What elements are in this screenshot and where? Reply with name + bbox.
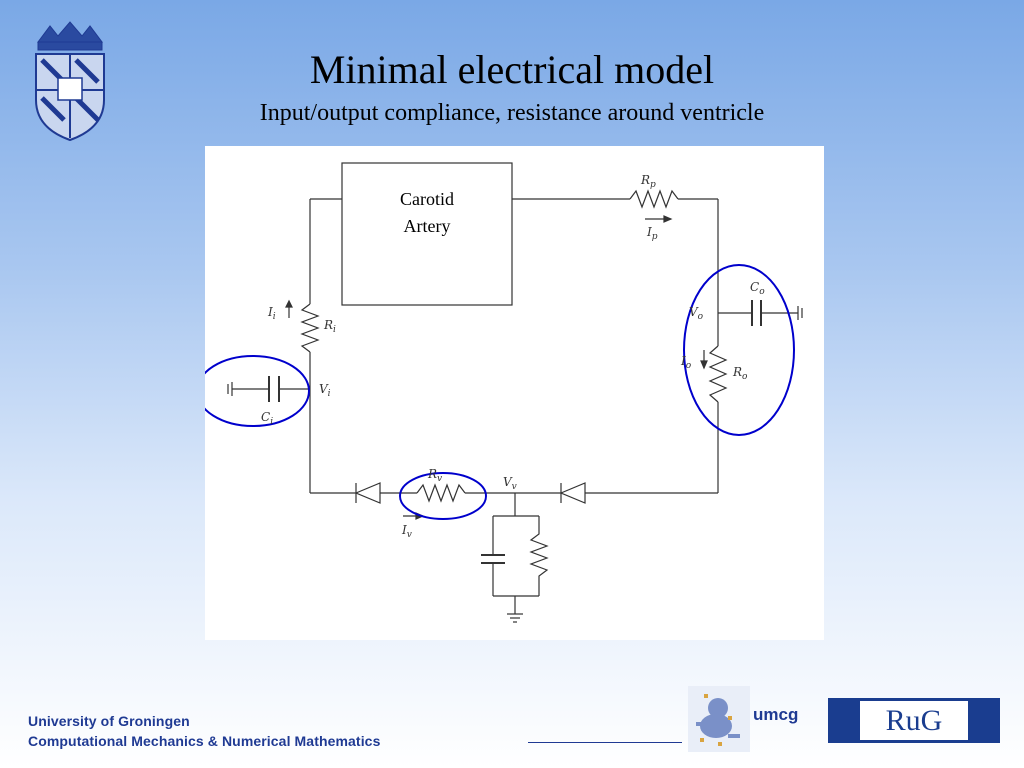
footer-department: Computational Mechanics & Numerical Math…: [28, 733, 381, 749]
label-vi: Vi: [319, 382, 331, 399]
footer-divider: [528, 742, 682, 743]
umcg-frog-icon: [688, 686, 750, 752]
carotid-artery-box: [341, 162, 513, 306]
slide-title: Minimal electrical model: [309, 47, 715, 92]
highlight-rv-ellipse: [399, 472, 487, 520]
label-ci: Ci: [261, 410, 273, 427]
label-io: Io: [680, 354, 692, 371]
label-co: Co: [750, 280, 765, 297]
label-ri: Ri: [323, 318, 336, 335]
university-crest-icon: [35, 21, 105, 142]
label-vo: Vo: [689, 305, 704, 322]
highlight-output-ellipse: [683, 264, 795, 436]
label-ii: Ii: [267, 305, 276, 322]
resistor-ri: [300, 303, 320, 353]
footer-university: University of Groningen: [28, 713, 190, 729]
circuit-svg: Carotid Artery Rp Ip Co Vo Io Ro Ii Ri V…: [205, 162, 803, 623]
diode-left: [354, 482, 381, 504]
resistor-rp: [629, 189, 679, 209]
label-iv: Iv: [401, 523, 412, 540]
resistor-ventricle: [529, 516, 549, 596]
box-label-line2: Artery: [404, 216, 451, 236]
rug-logo-text: RuG: [860, 701, 968, 740]
box-label-line1: Carotid: [400, 189, 454, 209]
rug-logo: RuG: [828, 698, 1000, 743]
resistor-rv: [416, 483, 466, 503]
resistor-ro: [708, 345, 728, 403]
label-rv: Rv: [427, 467, 442, 484]
label-rp: Rp: [640, 173, 656, 190]
diode-right: [559, 482, 586, 504]
umcg-logo-text: umcg: [753, 705, 799, 724]
circuit-diagram: Carotid Artery Rp Ip Co Vo Io Ro Ii Ri V…: [205, 146, 824, 640]
highlight-ci-ellipse: [205, 355, 310, 427]
label-ip: Ip: [646, 225, 658, 242]
label-ro: Ro: [732, 365, 748, 382]
slide-subtitle: Input/output compliance, resistance arou…: [259, 100, 765, 126]
label-vv: Vv: [503, 475, 517, 492]
